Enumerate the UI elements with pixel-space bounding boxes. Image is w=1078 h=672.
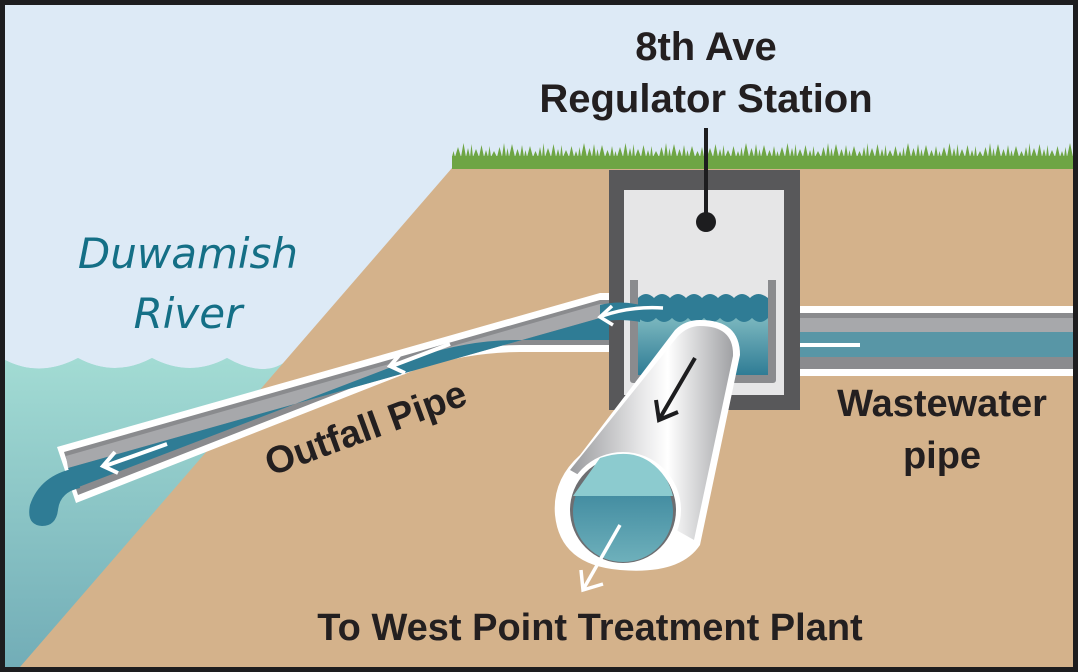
wave-icon	[638, 294, 768, 322]
flow-arrow-icon	[597, 304, 614, 327]
river-label-line1: Duwamish	[78, 229, 298, 278]
flow-arrow-icon	[579, 524, 622, 593]
outflow-stream	[29, 468, 80, 526]
outfall-pipe	[29, 293, 612, 526]
treatment-plant-label: To West Point Treatment Plant	[317, 607, 863, 649]
wastewater-label-line2: pipe	[903, 435, 981, 477]
wastewater-pipe	[746, 306, 1073, 376]
treatment-pipe	[554, 320, 740, 593]
wastewater-label-line1: Wastewater	[837, 383, 1047, 425]
grass-icon	[452, 143, 1073, 169]
flow-arrow-icon	[601, 305, 664, 318]
flow-arrow-icon	[99, 342, 451, 475]
station-title-line2: Regulator Station	[539, 77, 872, 121]
soil	[20, 168, 1073, 667]
river-label-line2: River	[134, 289, 246, 338]
callout-dot-icon	[696, 212, 716, 232]
station-title-line1: 8th Ave	[635, 25, 777, 69]
flow-arrow-icon	[654, 356, 697, 423]
